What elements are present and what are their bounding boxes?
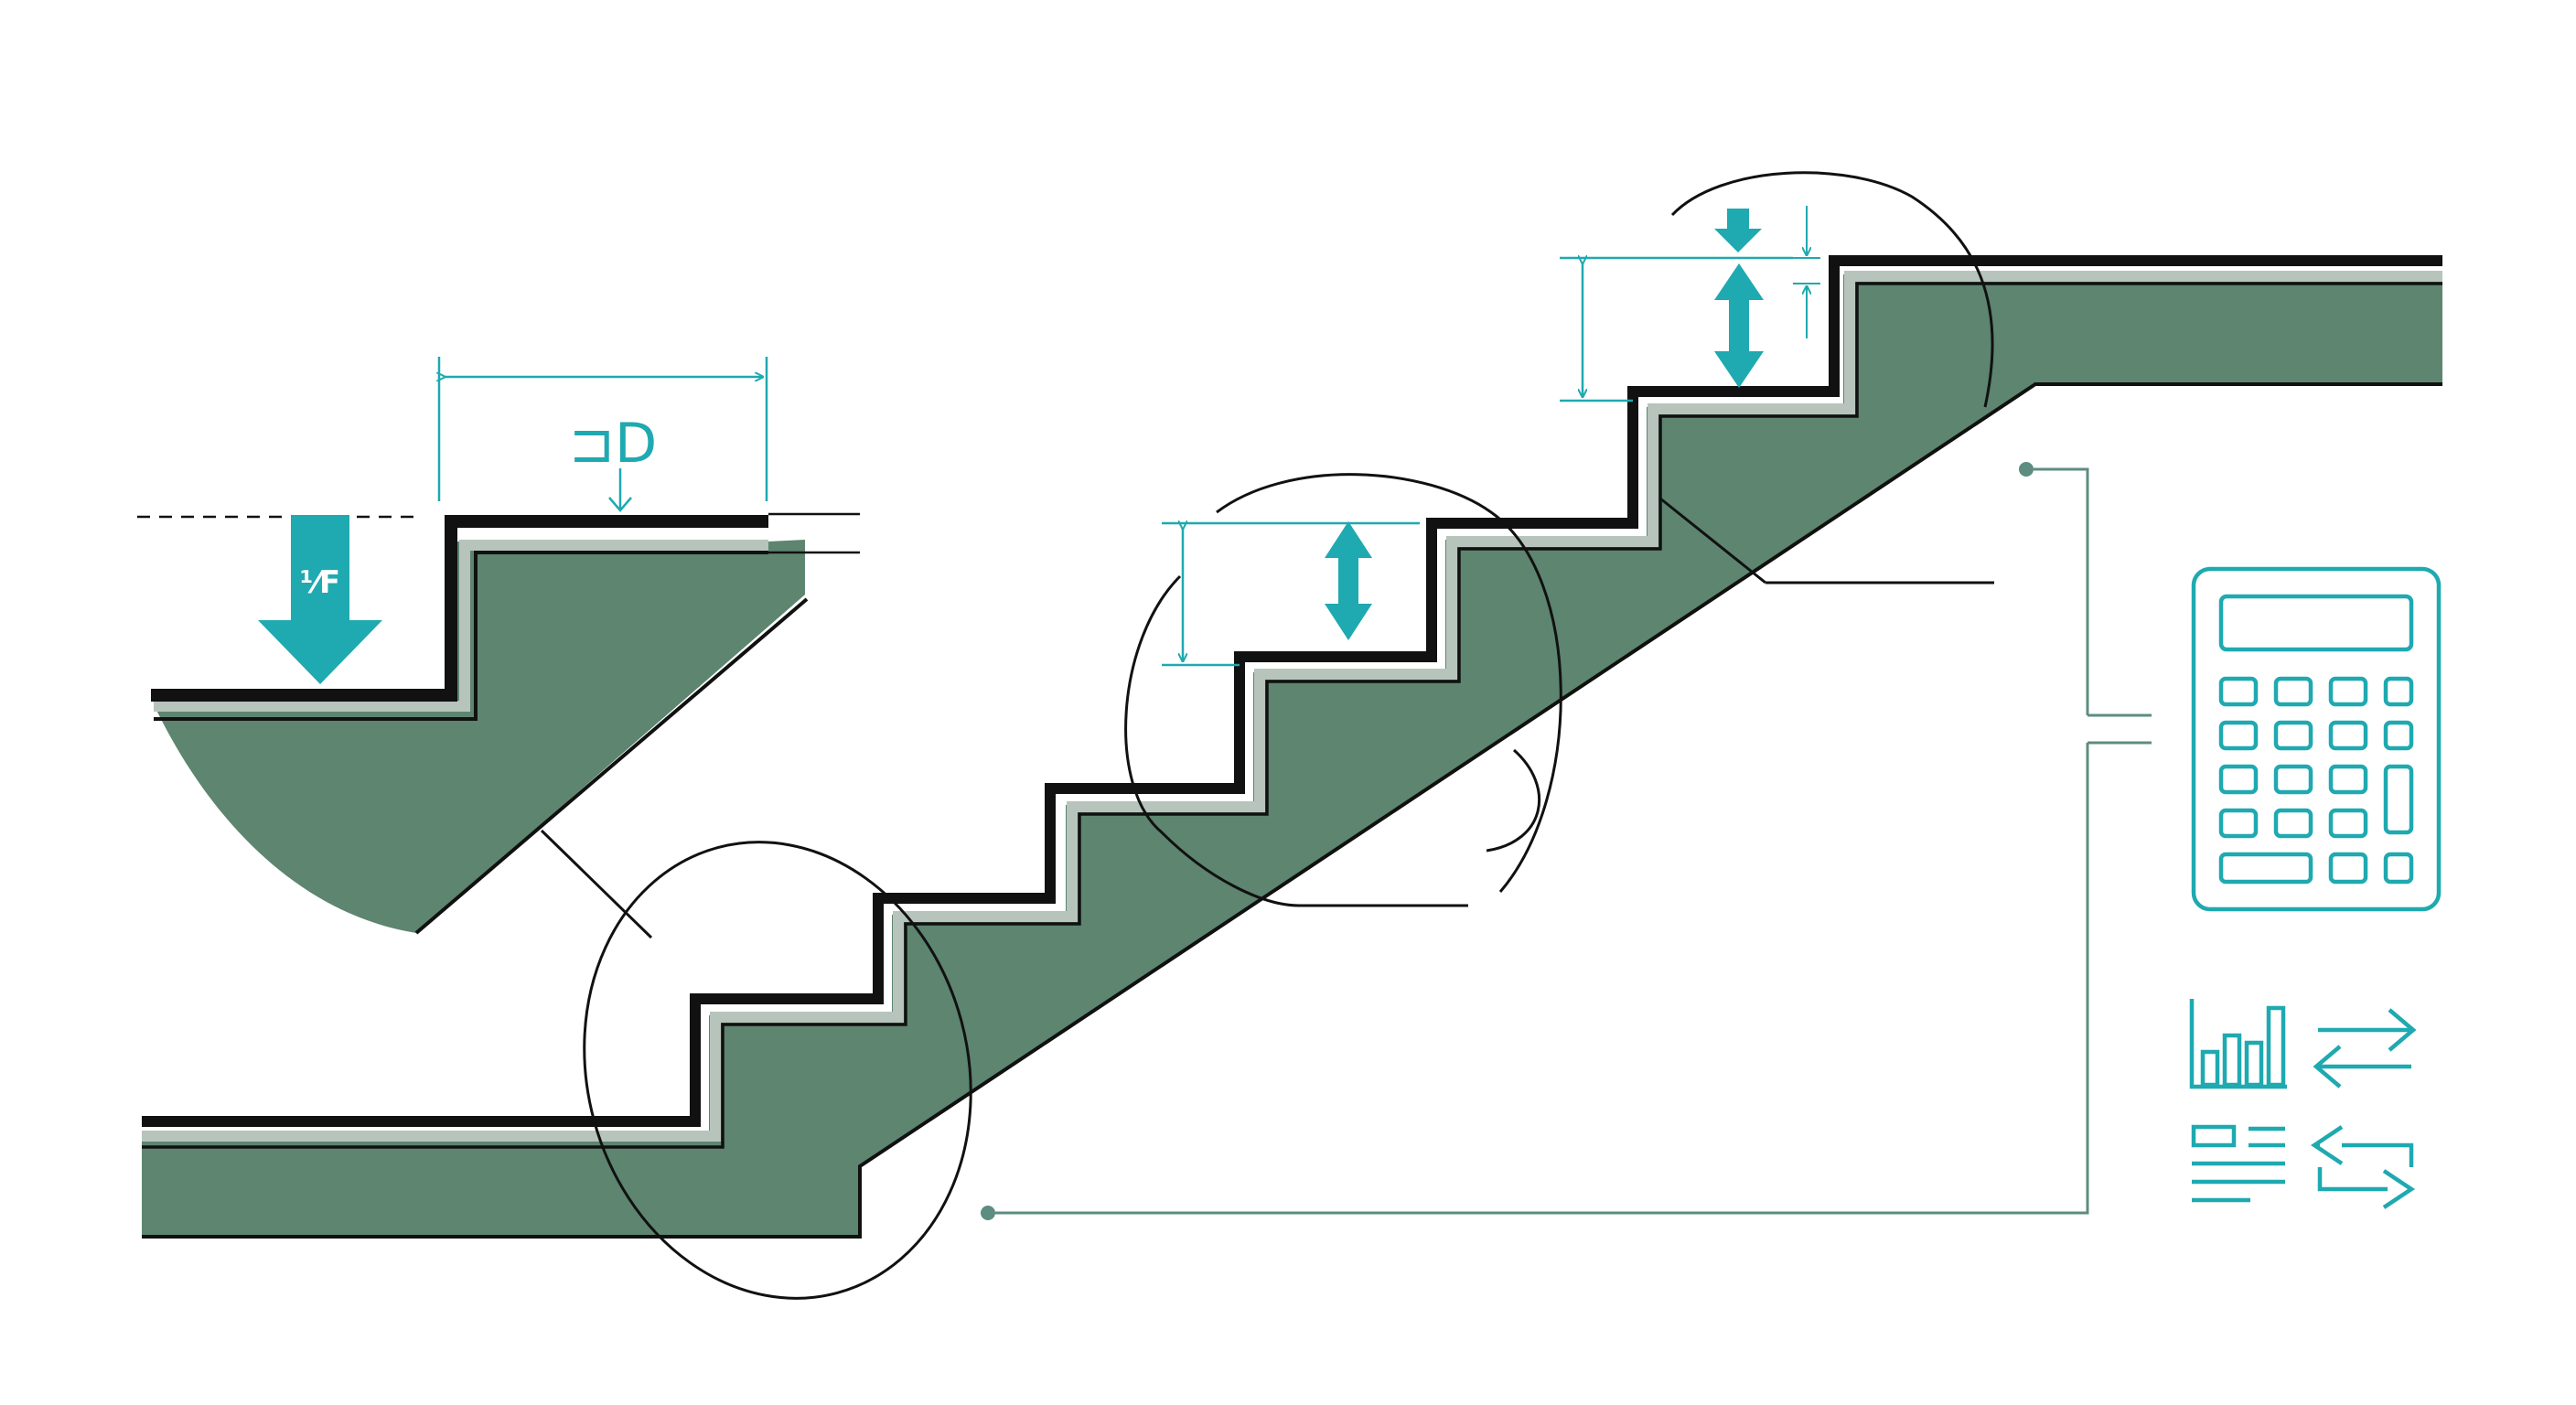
stair-finish-layer [142,271,2442,1142]
stair-soffit-outline [142,382,2442,1239]
riser-double-arrow-icon [1714,209,1764,388]
stair-concrete-body [142,274,2442,1237]
document-lines-icon [2191,1124,2285,1203]
swap-arrows-icon [2313,1008,2417,1089]
landing-detail-concrete [154,540,805,933]
callout-circle-bottom [583,841,972,1300]
load-arrow-icon [258,515,382,684]
connector-dot-top [2019,462,2034,477]
landing-detail: ⊐D ⅟F [137,357,860,935]
calculator-icon [2191,566,2442,912]
load-marker-label: ⅟F [300,564,340,601]
main-staircase [142,255,2442,1239]
landing-detail-tread-outline [151,515,768,702]
detail-callouts [540,171,1994,1300]
callout-arc-top [1670,171,1994,408]
callout-arc-middle [1216,473,1562,893]
tread-dimension-label: ⊐D [569,412,657,476]
stair-tread-outline [142,255,2442,1127]
icon-connectors [981,462,2152,1220]
bar-chart-icon [2189,999,2287,1089]
riser-dimensions [1162,206,1820,667]
connector-dot-bottom [981,1206,995,1220]
riser-double-arrow-icon [1325,521,1372,640]
exchange-arrows-icon [2310,1125,2416,1209]
landing-detail-soffit [414,597,809,935]
landing-detail-finish [154,540,768,712]
